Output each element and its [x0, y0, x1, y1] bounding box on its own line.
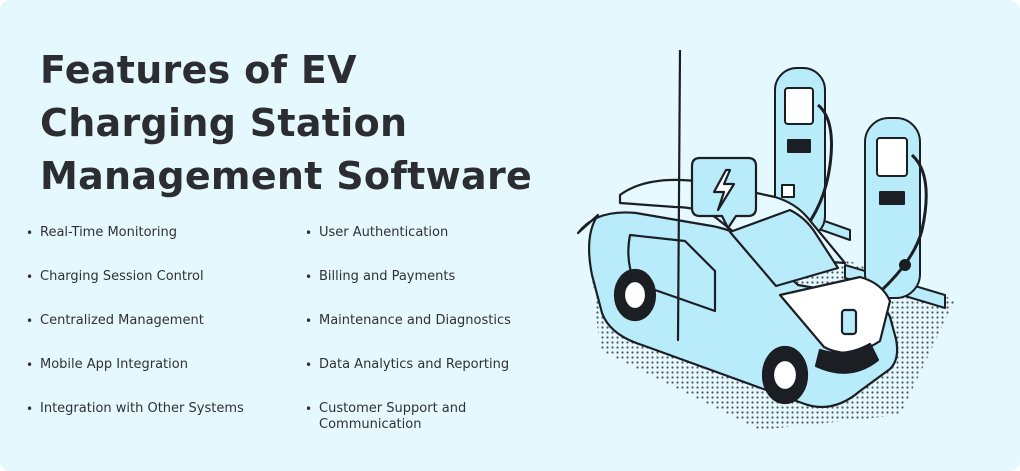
title-line-1: Features of EV	[40, 48, 357, 92]
feature-item: Billing and Payments	[305, 269, 511, 285]
feature-list-right: User Authentication Billing and Payments…	[305, 225, 511, 433]
feature-item: User Authentication	[305, 225, 511, 241]
feature-item: Centralized Management	[26, 313, 244, 329]
feature-item: Integration with Other Systems	[26, 401, 244, 417]
page-title: Features of EV Charging Station Manageme…	[40, 44, 532, 203]
feature-item: Maintenance and Diagnostics	[305, 313, 511, 329]
electric-car-charging-icon	[576, 50, 955, 430]
lightning-bubble-icon	[690, 156, 758, 230]
title-line-3: Management Software	[40, 154, 533, 198]
title-line-2: Charging Station	[40, 101, 408, 145]
feature-item: Mobile App Integration	[26, 357, 244, 373]
feature-item: Customer Support and Communication	[305, 401, 489, 433]
feature-item: Data Analytics and Reporting	[305, 357, 511, 373]
feature-item: Real-Time Monitoring	[26, 225, 244, 241]
feature-item: Charging Session Control	[26, 269, 244, 285]
car	[576, 50, 899, 409]
feature-list-left: Real-Time Monitoring Charging Session Co…	[26, 225, 244, 417]
charger-front	[844, 117, 946, 317]
